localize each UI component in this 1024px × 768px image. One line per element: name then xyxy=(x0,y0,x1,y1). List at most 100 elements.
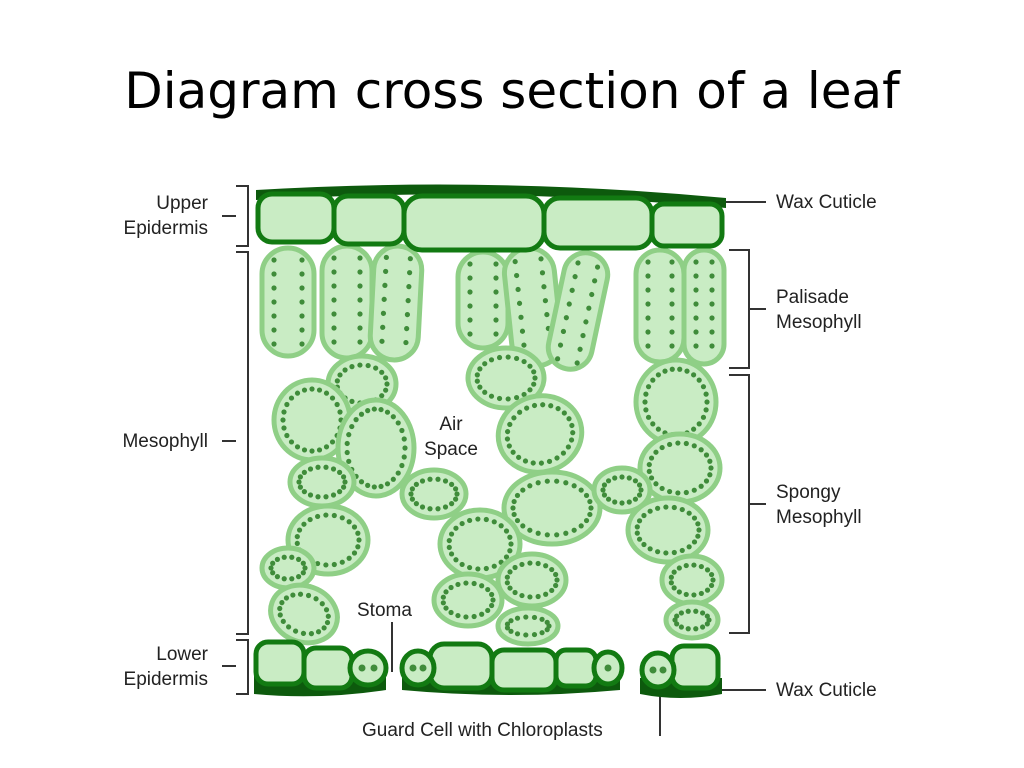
chloroplast xyxy=(691,372,697,378)
chloroplast xyxy=(294,540,300,547)
chloroplast xyxy=(594,264,601,270)
upper-epidermis-cell xyxy=(331,193,407,247)
chloroplast xyxy=(521,391,527,398)
chloroplast xyxy=(299,327,305,333)
chloroplast xyxy=(605,478,612,484)
chloroplast xyxy=(379,369,385,375)
chloroplast xyxy=(527,560,533,566)
chloroplast xyxy=(709,301,715,307)
chloroplast xyxy=(539,270,546,276)
chloroplast xyxy=(299,341,305,347)
chloroplast xyxy=(686,544,692,550)
chloroplast xyxy=(645,301,651,307)
chloroplast xyxy=(489,591,495,598)
label-upper-epidermis: Upper Epidermis xyxy=(90,191,208,241)
chloroplast xyxy=(349,364,355,370)
chloroplast xyxy=(626,499,632,505)
lower-epidermis xyxy=(253,639,722,698)
chloroplast xyxy=(683,562,689,569)
upper-epidermis-cell xyxy=(255,191,337,245)
chloroplast xyxy=(446,537,452,544)
chloroplast xyxy=(301,387,308,393)
chloroplast xyxy=(358,411,365,417)
chloroplast xyxy=(544,478,550,484)
chloroplast xyxy=(271,257,277,263)
lower-epidermis-cell xyxy=(427,641,495,691)
chloroplast xyxy=(292,628,299,634)
chloroplast xyxy=(569,287,575,293)
chloroplast xyxy=(580,332,586,339)
chloroplast xyxy=(626,475,632,481)
chloroplast xyxy=(315,513,321,520)
chloroplast xyxy=(696,527,702,533)
chloroplast xyxy=(560,450,567,456)
chloroplast xyxy=(493,261,499,267)
chloroplast xyxy=(331,311,337,317)
chloroplast xyxy=(331,269,337,275)
chloroplast xyxy=(507,569,513,575)
spongy-mesophyll-cell xyxy=(335,397,417,499)
chloroplast xyxy=(408,491,414,497)
chloroplast xyxy=(684,368,690,374)
chloroplast xyxy=(691,515,698,521)
chloroplast xyxy=(704,587,711,593)
chloroplast xyxy=(496,354,503,361)
chloroplast xyxy=(297,484,303,490)
chloroplast xyxy=(601,492,608,498)
chloroplast xyxy=(554,455,560,461)
chloroplast xyxy=(334,401,340,408)
chloroplast xyxy=(531,381,537,387)
chloroplast xyxy=(323,494,329,500)
chloroplast xyxy=(504,436,511,442)
palisade-mesophyll-cell xyxy=(259,245,317,359)
chloroplast xyxy=(351,550,358,556)
chloroplast xyxy=(520,487,526,493)
chloroplast xyxy=(636,482,643,488)
chloroplast xyxy=(323,444,330,450)
chloroplast xyxy=(459,520,465,527)
chloroplast xyxy=(301,521,307,527)
chloroplast xyxy=(315,464,321,470)
chloroplast xyxy=(669,301,675,307)
chloroplast xyxy=(331,512,337,519)
chloroplast xyxy=(390,414,396,420)
guard-cell xyxy=(639,650,677,690)
chloroplast xyxy=(645,259,651,265)
chloroplast xyxy=(659,444,665,451)
chloroplast xyxy=(331,325,337,331)
chloroplast xyxy=(560,328,567,335)
chloroplast xyxy=(586,305,592,311)
chloroplast xyxy=(346,432,352,438)
chloroplast xyxy=(380,324,386,330)
chloroplast xyxy=(395,420,401,426)
chloroplast xyxy=(663,550,669,556)
chloroplast xyxy=(612,475,618,481)
chloroplast xyxy=(693,259,699,265)
chloroplast xyxy=(527,483,533,489)
chloroplast xyxy=(544,311,550,318)
chloroplast xyxy=(636,492,643,498)
chloroplast xyxy=(383,268,389,275)
chloroplast xyxy=(294,390,301,396)
chloroplast xyxy=(493,289,499,295)
chloroplast xyxy=(453,557,459,563)
chloroplast xyxy=(313,596,319,602)
chloroplast xyxy=(605,496,612,502)
chloroplast xyxy=(669,329,675,335)
chloroplast xyxy=(371,406,377,412)
chloroplast xyxy=(419,504,426,510)
chloroplast xyxy=(339,515,345,521)
chloroplast xyxy=(467,517,473,524)
chloroplast xyxy=(346,458,352,464)
chloroplast xyxy=(493,331,499,337)
chloroplast xyxy=(295,574,302,580)
chloroplast xyxy=(693,273,699,279)
chloroplast xyxy=(407,256,413,262)
chloroplast xyxy=(646,461,652,468)
chloroplast xyxy=(323,562,329,568)
chloroplast xyxy=(522,458,529,464)
chloroplast xyxy=(491,563,497,569)
chloroplast xyxy=(514,272,520,279)
chloroplast xyxy=(553,582,559,589)
chloroplast xyxy=(572,274,578,280)
